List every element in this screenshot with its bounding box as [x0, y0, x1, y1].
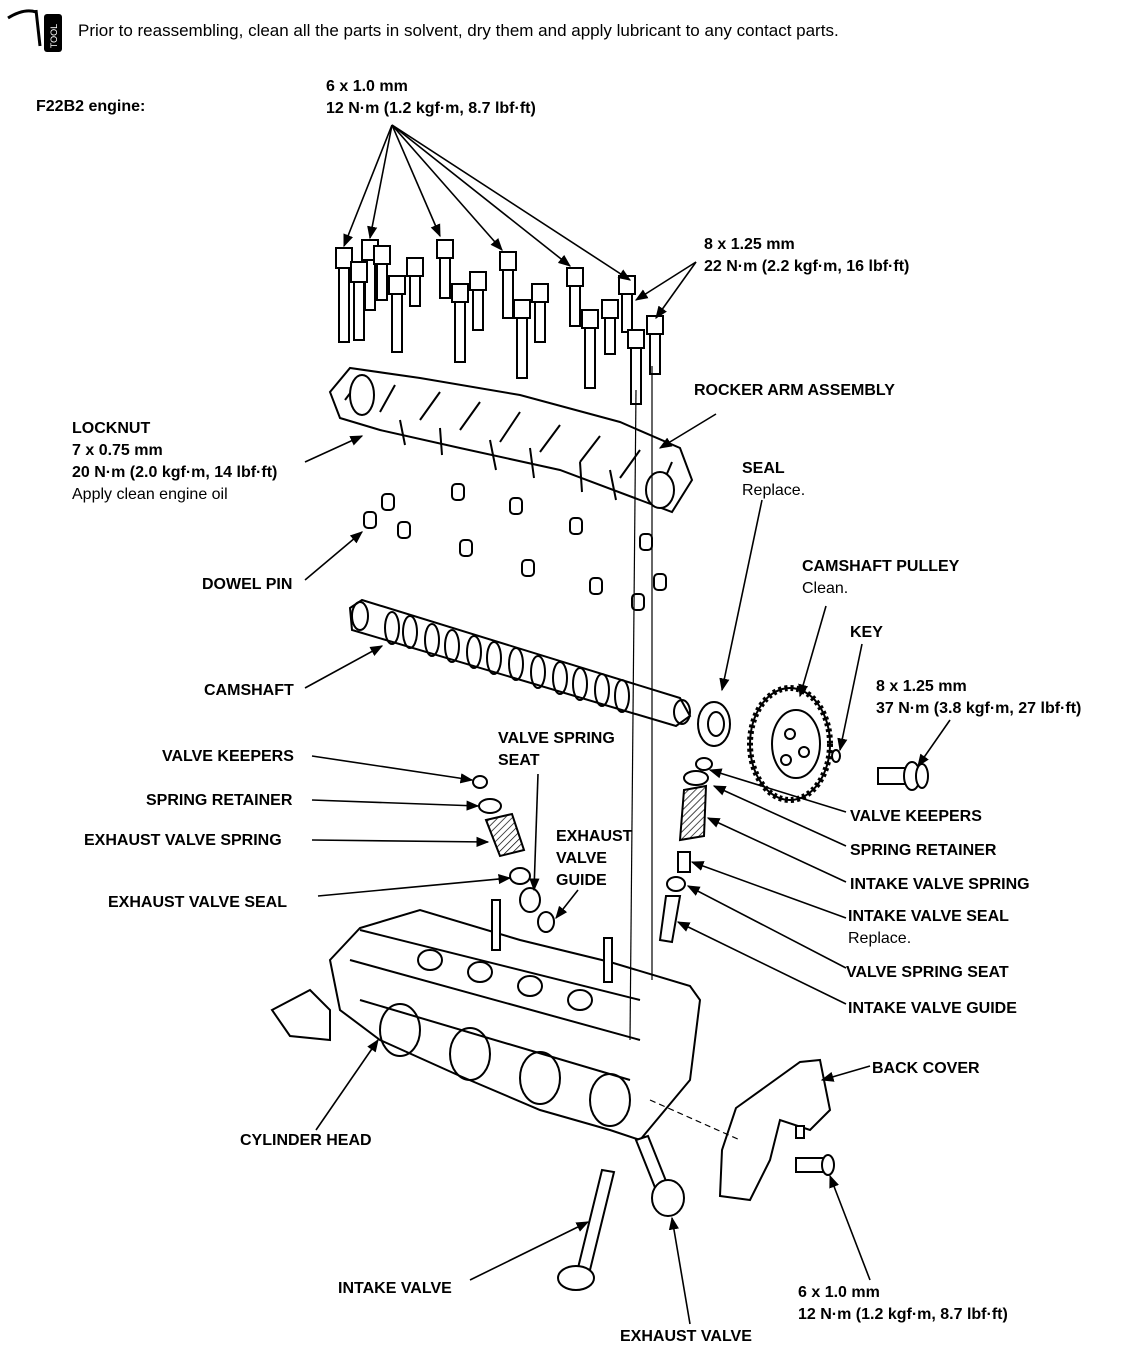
valve-spring-seat-right-label: VALVE SPRING SEAT [846, 964, 1009, 981]
bolt-8x125-torque: 22 N·m (2.2 kgf·m, 16 lbf·ft) [704, 258, 910, 275]
pulley-bolt [877, 761, 929, 791]
key-label: KEY [850, 624, 883, 641]
valve-spring-seat-left-line1: VALVE SPRING [498, 730, 615, 747]
intake-valve-seal-label: INTAKE VALVE SEAL [848, 908, 1009, 925]
seal-note: Replace. [742, 482, 806, 499]
locknut-torque: 20 N·m (2.0 kgf·m, 14 lbf·ft) [72, 464, 278, 481]
alignment-lines [629, 366, 741, 1141]
bolt-6x1-torque: 12 N·m (1.2 kgf·m, 8.7 lbf·ft) [326, 100, 536, 117]
bolt-6x1-size: 6 x 1.0 mm [326, 78, 408, 95]
locknut-label: LOCKNUT [72, 420, 151, 437]
spring-retainer-left-label: SPRING RETAINER [146, 792, 293, 809]
valve-spring-seat-left-line2: SEAT [498, 752, 540, 769]
camshaft-label: CAMSHAFT [204, 682, 294, 699]
bolt-leaders-top [343, 124, 697, 320]
intake-valve-spring-label: INTAKE VALVE SPRING [850, 876, 1030, 893]
cylinder-head [270, 899, 702, 1142]
dowel-pins [363, 483, 667, 611]
seal-label: SEAL [742, 460, 785, 477]
exhaust-valve-label: EXHAUST VALVE [620, 1328, 752, 1345]
valves [557, 1134, 685, 1291]
camshaft-pulley-label: CAMSHAFT PULLEY [802, 558, 960, 575]
locknut-size: 7 x 0.75 mm [72, 442, 163, 459]
locknut-note: Apply clean engine oil [72, 486, 228, 503]
exhaust-valve-spring-label: EXHAUST VALVE SPRING [84, 832, 282, 849]
spring-retainer-right-label: SPRING RETAINER [850, 842, 997, 859]
svg-text:TOOL: TOOL [49, 24, 59, 48]
camshaft [348, 598, 692, 728]
bolt-bottom-size: 6 x 1.0 mm [798, 1284, 880, 1301]
bolt-bottom-torque: 12 N·m (1.2 kgf·m, 8.7 lbf·ft) [798, 1306, 1008, 1323]
intake-valve-parts [658, 757, 713, 944]
camshaft-seal [697, 701, 731, 747]
intake-valve-label: INTAKE VALVE [338, 1280, 452, 1297]
back-cover [718, 1058, 835, 1202]
exhaust-valve-parts [472, 775, 555, 933]
cylinder-head-label: CYLINDER HEAD [240, 1132, 372, 1149]
back-cover-label: BACK COVER [872, 1060, 980, 1077]
lubricant-tool-icon: TOOL [7, 9, 62, 52]
rocker-arm-label: ROCKER ARM ASSEMBLY [694, 382, 895, 399]
valve-keepers-left-label: VALVE KEEPERS [162, 748, 294, 765]
head-bolts [335, 239, 664, 405]
camshaft-pulley [747, 685, 841, 803]
dowel-pin-label: DOWEL PIN [202, 576, 293, 593]
engine-label: F22B2 engine: [36, 98, 146, 115]
exhaust-valve-seal-label: EXHAUST VALVE SEAL [108, 894, 287, 911]
exhaust-valve-guide-line3: GUIDE [556, 872, 607, 889]
bolt-8x125-size: 8 x 1.25 mm [704, 236, 795, 253]
rocker-arm-assembly [328, 366, 694, 514]
camshaft-pulley-note: Clean. [802, 580, 849, 597]
instruction-note: Prior to reassembling, clean all the par… [78, 21, 839, 40]
exhaust-valve-guide-line2: VALVE [556, 850, 607, 867]
intake-valve-guide-label: INTAKE VALVE GUIDE [848, 1000, 1017, 1017]
exhaust-valve-guide-line1: EXHAUST [556, 828, 633, 845]
valve-keepers-right-label: VALVE KEEPERS [850, 808, 982, 825]
pulley-bolt-torque: 37 N·m (3.8 kgf·m, 27 lbf·ft) [876, 700, 1082, 717]
pulley-bolt-size: 8 x 1.25 mm [876, 678, 967, 695]
intake-valve-seal-note: Replace. [848, 930, 912, 947]
label-leaders [304, 413, 951, 1325]
